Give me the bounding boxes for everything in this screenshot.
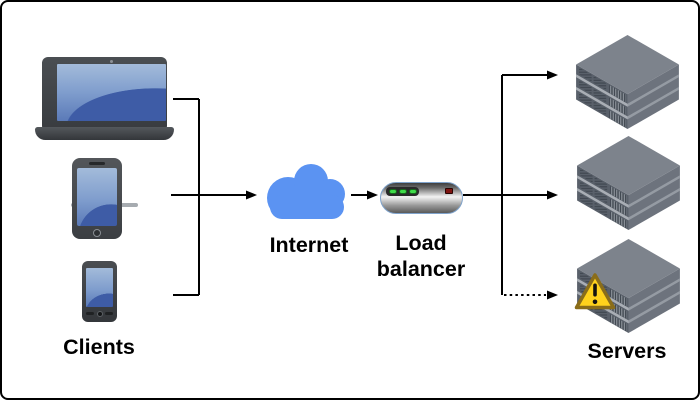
smartphone-button-left (86, 312, 94, 315)
laptop-icon (35, 57, 174, 207)
server-stack-icon (575, 134, 682, 231)
led-strip (386, 187, 419, 196)
tablet-icon (72, 158, 122, 239)
green-led-icon (388, 189, 397, 194)
tablet-speaker (89, 162, 105, 165)
arrowhead-to-server-1 (547, 70, 558, 80)
arrowhead-to-lb (367, 190, 378, 200)
webcam-dot (110, 59, 113, 63)
servers-label: Servers (587, 339, 667, 363)
load-balancer-label-line2: balancer (376, 256, 466, 281)
smartphone-icon (82, 261, 117, 322)
green-led-icon (408, 189, 417, 194)
tablet-display (77, 168, 117, 226)
internet-label: Internet (269, 233, 349, 257)
laptop-display (57, 64, 166, 121)
smartphone-display (86, 268, 113, 307)
warning-triangle-icon (574, 273, 616, 310)
arrowhead-to-internet (246, 190, 257, 200)
red-led-icon (445, 188, 453, 194)
load-balancer-label-line1: Load (395, 231, 447, 255)
clients-label: Clients (63, 335, 135, 359)
load-balancer-icon (380, 182, 463, 214)
client-junction-lines (171, 98, 248, 296)
arrowhead-to-server-2 (547, 190, 558, 200)
lb-to-servers-lines (463, 74, 549, 295)
arrowhead-to-server-3 (547, 290, 558, 300)
tablet-home-button (92, 228, 101, 237)
smartphone-home-dot (96, 310, 103, 317)
laptop-base (35, 127, 174, 207)
smartphone-button-right (105, 312, 113, 315)
server-stack-icon (574, 33, 681, 130)
laptop-lid (42, 57, 167, 128)
green-led-icon (398, 189, 407, 194)
cloud-icon (267, 164, 345, 219)
